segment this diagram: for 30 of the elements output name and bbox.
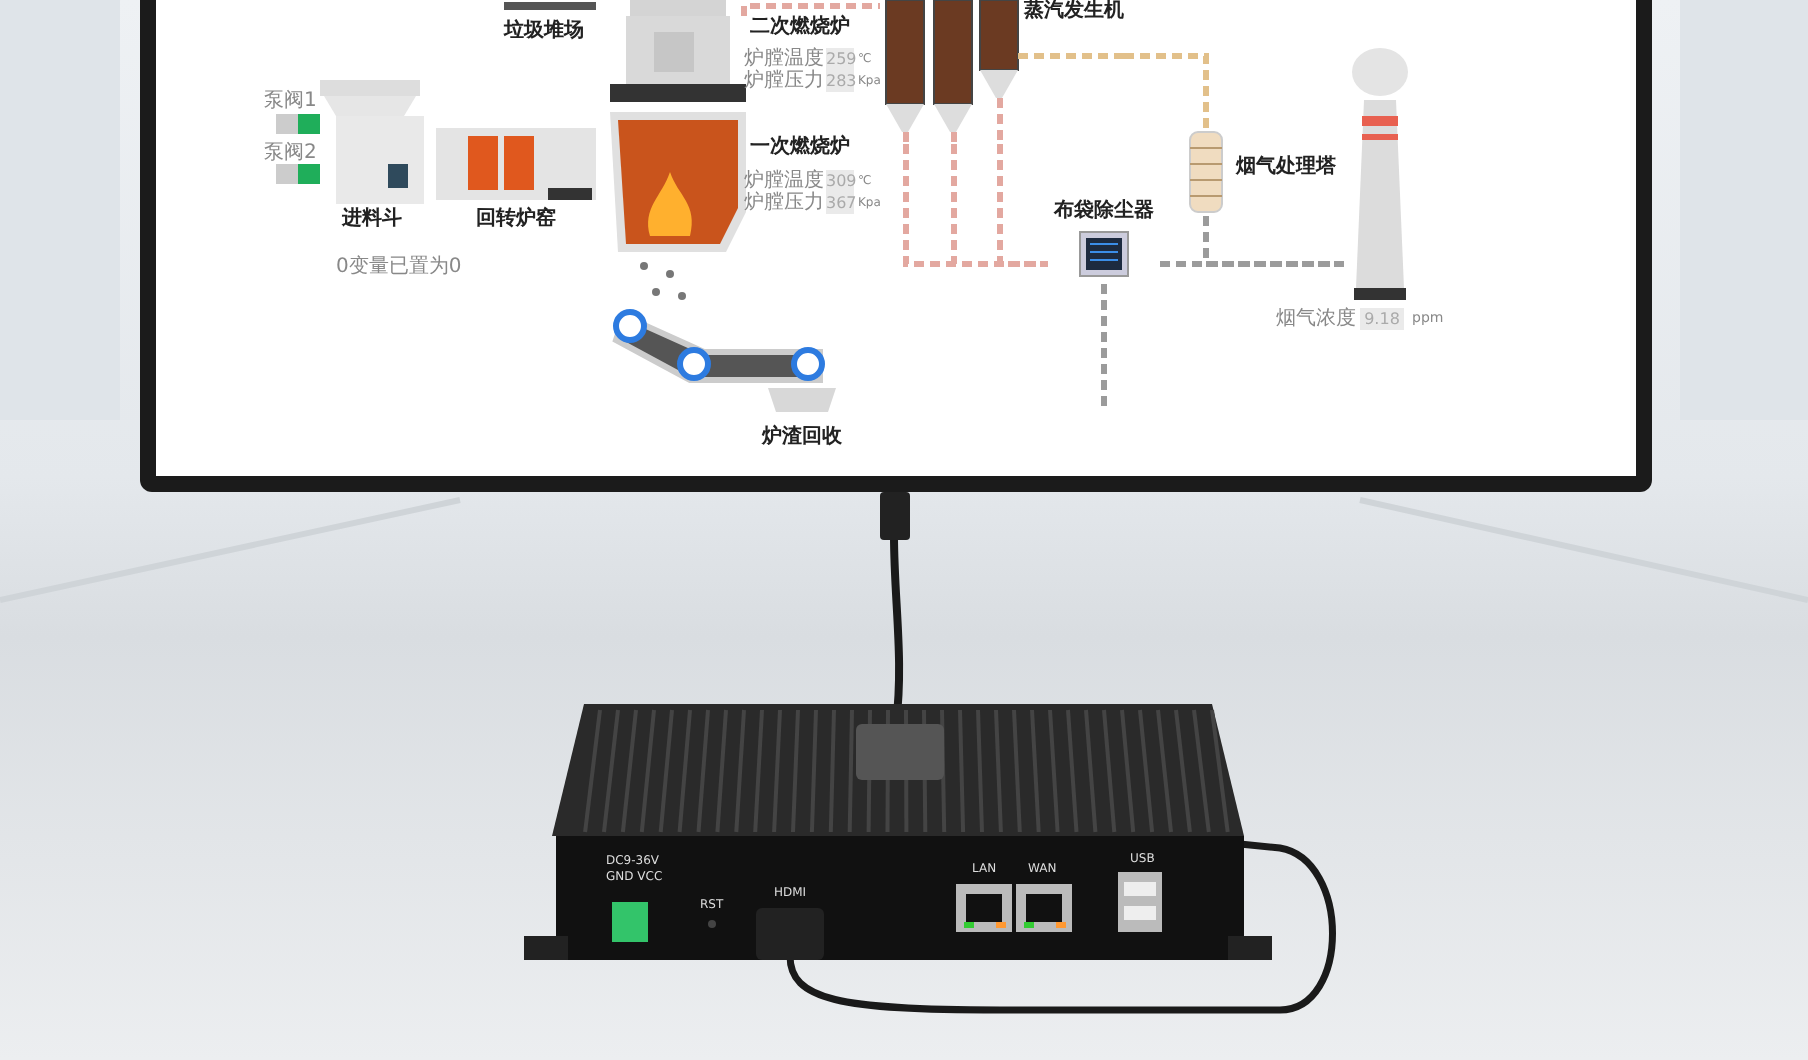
- unit-label: 二次燃烧炉: [750, 16, 850, 40]
- caption-text: 泵阀1: [264, 90, 317, 112]
- value-display: 367: [826, 192, 854, 214]
- unit-label: 炉渣回收: [762, 426, 842, 450]
- unit-label: 布袋除尘器: [1054, 200, 1154, 224]
- primary-furnace: [610, 112, 880, 256]
- value-display: 259: [826, 48, 854, 70]
- secondary-furnace: [610, 16, 880, 104]
- readout-label: 炉膛温度: [744, 170, 824, 192]
- pipe-line: [741, 3, 880, 16]
- flue-gas-tower: [1188, 128, 1336, 216]
- readout-label: 炉膛温度: [744, 48, 824, 70]
- readout-label: 炉膛压力: [744, 192, 824, 214]
- value-display: 309: [826, 170, 854, 192]
- pipe-line: [1101, 284, 1107, 410]
- unit-label: 进料斗: [342, 208, 402, 232]
- pipe-line: [1124, 53, 1209, 128]
- unit-label: 烟气处理塔: [1236, 156, 1336, 180]
- value-display: 283: [826, 70, 854, 92]
- pipe-line: [1160, 261, 1344, 267]
- slag-tray: [760, 384, 844, 452]
- pipe-line: [997, 144, 1048, 267]
- value-display: 9.18: [1360, 308, 1404, 330]
- readout-label: 炉膛压力: [744, 70, 824, 92]
- readout-label: 烟气浓度: [1276, 308, 1356, 330]
- caption-text: 泵阀2: [264, 142, 317, 164]
- unit-label: 回转炉窑: [476, 208, 556, 232]
- caption-text: 0变量已置为0: [336, 256, 462, 278]
- unit-label: 一次燃烧炉: [750, 136, 850, 160]
- unit-label: 垃圾堆场: [504, 20, 584, 44]
